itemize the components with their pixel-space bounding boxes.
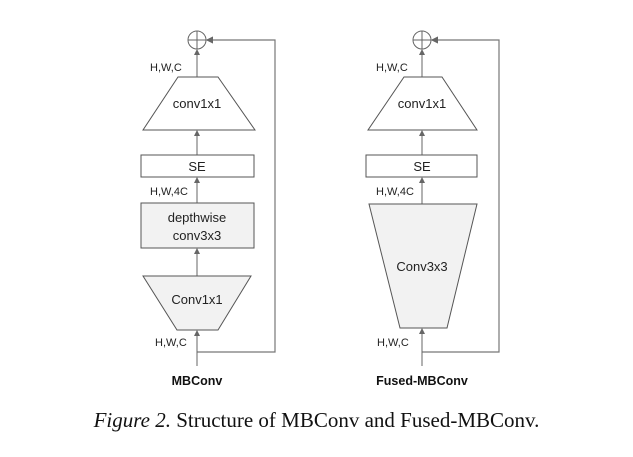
shape-label-expanded: H,W,4C — [150, 186, 188, 198]
shape-label-input: H,W,C — [377, 337, 409, 349]
depthwise-conv-block — [140, 202, 255, 249]
conv1x1-project-block — [367, 76, 478, 131]
shape-label-expanded: H,W,4C — [376, 186, 414, 198]
se-label: SE — [413, 159, 431, 174]
skip-connection — [197, 36, 276, 353]
conv3x3-block — [368, 203, 478, 329]
conv1x1-project-block — [142, 76, 256, 131]
conv1x1-expand-label: Conv1x1 — [171, 292, 222, 307]
conv1x1-expand-block — [142, 275, 252, 331]
conv1x1-label: conv1x1 — [173, 96, 221, 111]
add-icon — [187, 30, 207, 50]
mbconv-block: H,W,C conv1x1 SE H,W,4C depthwise conv3x… — [140, 30, 276, 388]
skip-connection — [422, 36, 500, 353]
conv3x3-label: conv3x3 — [173, 228, 221, 243]
shape-label-output: H,W,C — [150, 62, 182, 74]
conv1x1-label: conv1x1 — [398, 96, 446, 111]
mbconv-title: MBConv — [172, 374, 223, 388]
fused-mbconv-block: H,W,C conv1x1 SE H,W,4C Conv3x3 H,W,C Fu… — [365, 30, 500, 388]
figure-caption: Figure 2. Structure of MBConv and Fused-… — [0, 408, 633, 433]
shape-label-output: H,W,C — [376, 62, 408, 74]
caption-text: Structure of MBConv and Fused-MBConv. — [176, 408, 540, 432]
add-icon — [412, 30, 432, 50]
se-label: SE — [188, 159, 206, 174]
shape-label-input: H,W,C — [155, 337, 187, 349]
depthwise-label: depthwise — [168, 210, 227, 225]
figure-number: Figure 2. — [93, 408, 171, 432]
fused-mbconv-title: Fused-MBConv — [376, 374, 468, 388]
conv3x3-label: Conv3x3 — [396, 259, 447, 274]
